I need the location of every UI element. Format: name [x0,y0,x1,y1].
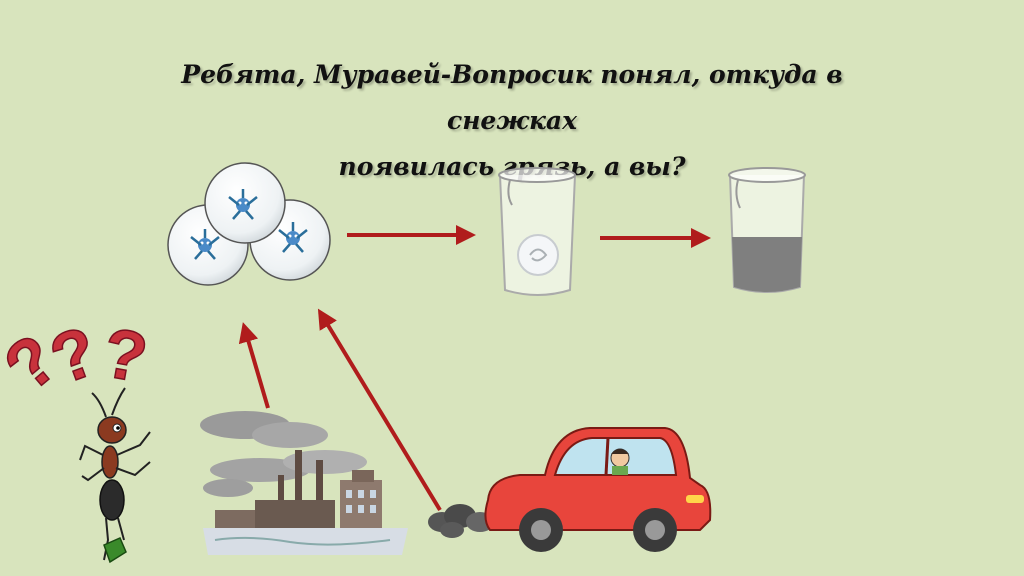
snowballs-group [167,162,331,286]
svg-text:?: ? [97,313,153,397]
title-line-1: Ребята, Муравей-Вопросик понял, откуда в… [181,60,843,135]
slide-title: Ребята, Муравей-Вопросик понял, откуда в… [150,52,874,190]
factory-icon [200,411,408,555]
glass-with-snow-icon [498,167,576,296]
ant-icon [79,387,151,564]
arrow-factory-to-snow [238,322,270,409]
glass-with-dirty-water-icon [728,167,806,293]
snowball-icon [204,162,286,244]
car-icon [484,427,712,552]
arrow-car-to-snow [317,308,442,512]
question-mark-icon: ? [97,312,154,398]
